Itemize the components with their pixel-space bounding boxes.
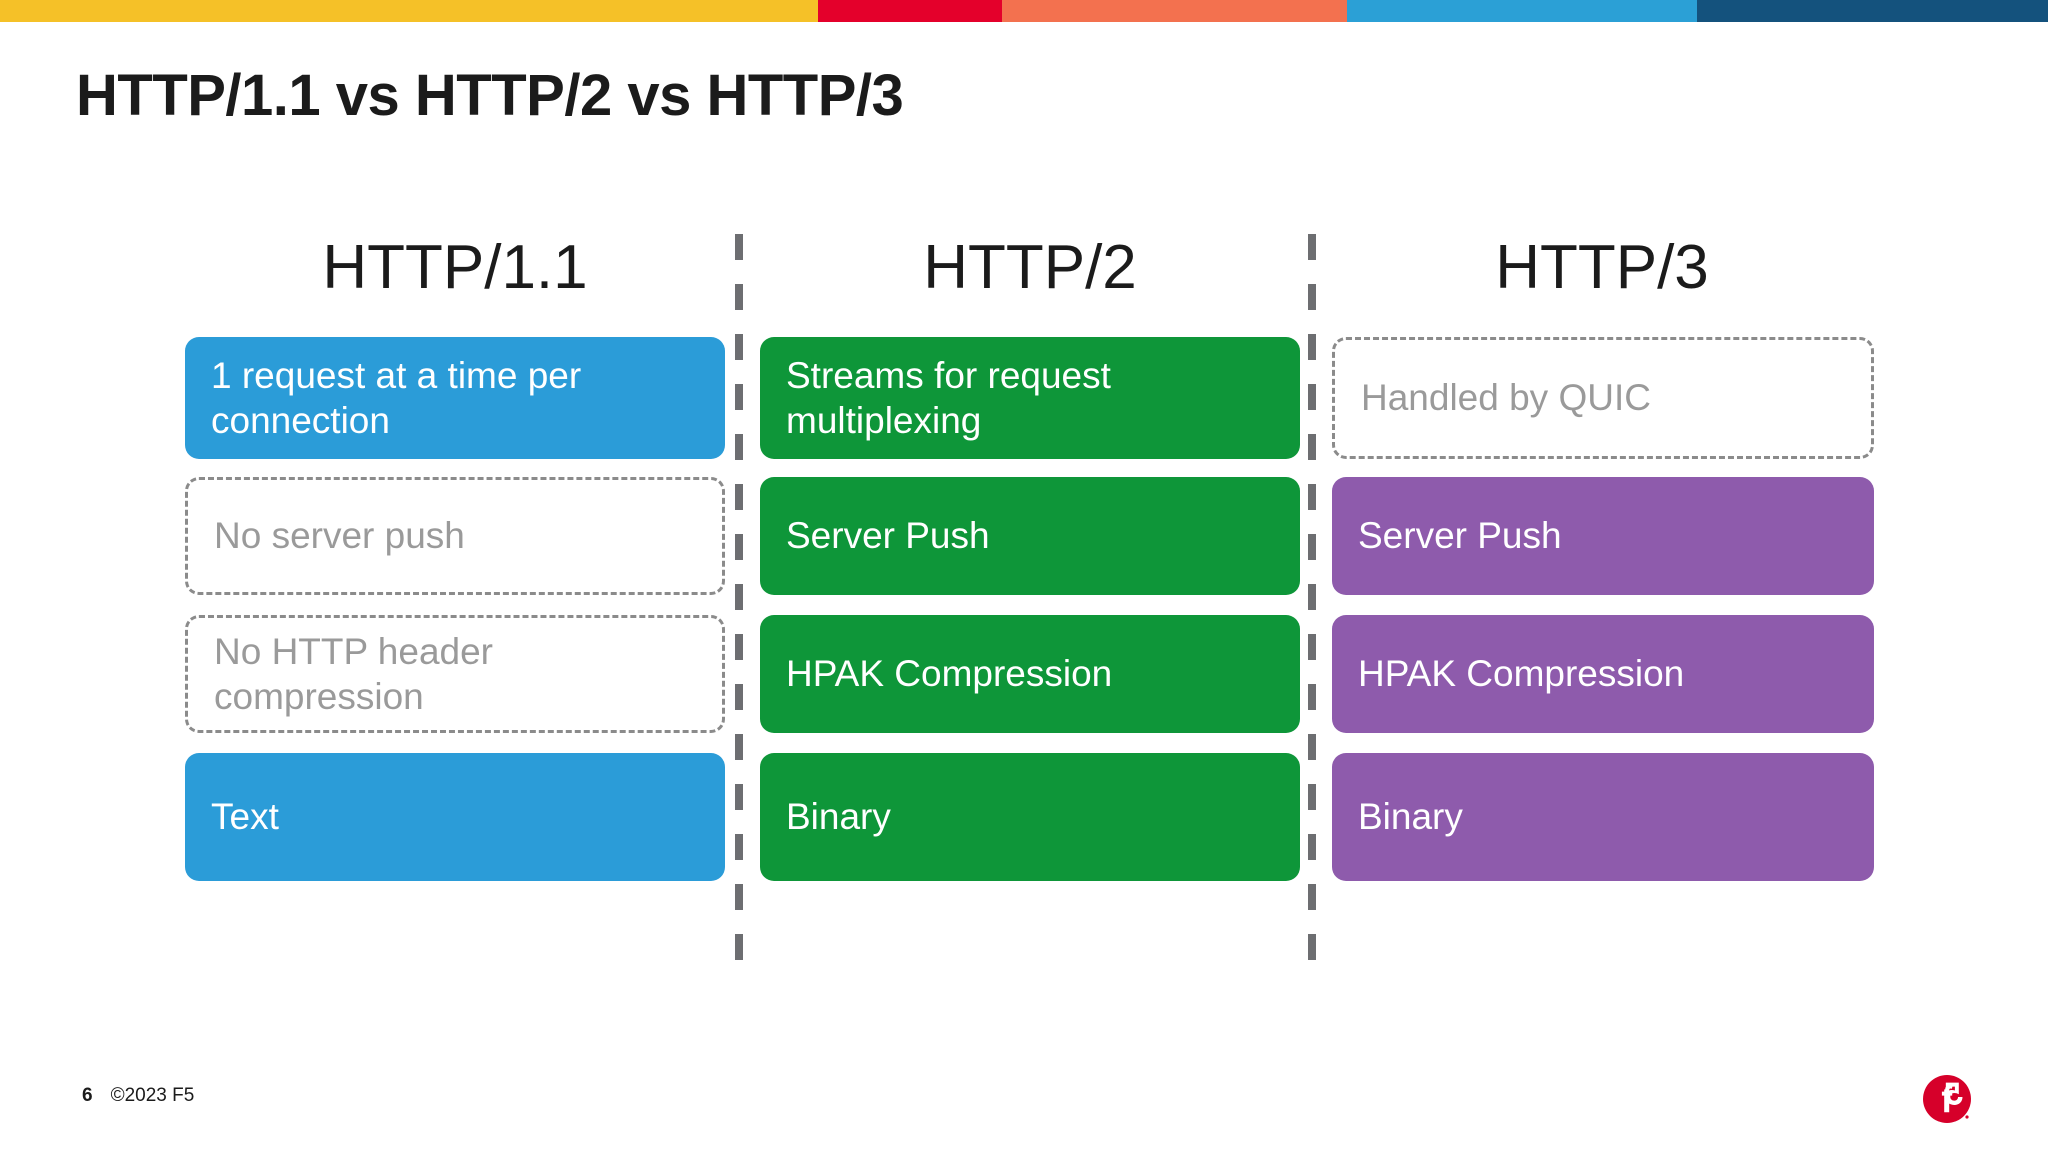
page-title: HTTP/1.1 vs HTTP/2 vs HTTP/3 [76,63,904,128]
feature-label: Server Push [1358,515,1562,557]
feature-label: Binary [786,796,891,838]
feature-box-http11-row4: Text [185,753,725,881]
column-header-http3: HTTP/3 [1495,233,1709,302]
accent-segment-red [818,0,1002,22]
feature-label: Binary [1358,796,1463,838]
page-number: 6 [82,1085,93,1106]
feature-box-http3-row1: Handled by QUIC [1332,337,1874,459]
feature-label: No HTTP header compression [214,630,493,717]
feature-label: Text [211,796,279,838]
feature-box-http3-row2: Server Push [1332,477,1874,595]
column-divider-1 [735,234,743,974]
accent-segment-navy [1697,0,2048,22]
f5-logo-icon [1920,1072,1976,1128]
top-accent-bar [0,0,2048,22]
feature-label: No server push [214,515,465,557]
feature-label: HPAK Compression [1358,653,1685,695]
column-header-http11: HTTP/1.1 [322,233,588,302]
feature-label: Handled by QUIC [1361,377,1651,419]
feature-label: HPAK Compression [786,653,1113,695]
feature-label: 1 request at a time per connection [211,354,582,441]
feature-box-http11-row1: 1 request at a time per connection [185,337,725,459]
slide-footer: 6 ©2023 F5 [82,1085,194,1107]
feature-box-http2-row4: Binary [760,753,1300,881]
feature-label: Streams for request multiplexing [786,354,1111,441]
feature-label: Server Push [786,515,990,557]
accent-segment-blue [1347,0,1697,22]
feature-box-http2-row2: Server Push [760,477,1300,595]
accent-segment-orange [1002,0,1347,22]
feature-box-http3-row3: HPAK Compression [1332,615,1874,733]
feature-box-http2-row1: Streams for request multiplexing [760,337,1300,459]
feature-box-http11-row2: No server push [185,477,725,595]
copyright-notice: ©2023 F5 [110,1085,195,1106]
column-divider-2 [1308,234,1316,974]
feature-box-http2-row3: HPAK Compression [760,615,1300,733]
accent-segment-yellow [0,0,818,22]
feature-box-http3-row4: Binary [1332,753,1874,881]
feature-box-http11-row3: No HTTP header compression [185,615,725,733]
column-header-http2: HTTP/2 [923,233,1137,302]
